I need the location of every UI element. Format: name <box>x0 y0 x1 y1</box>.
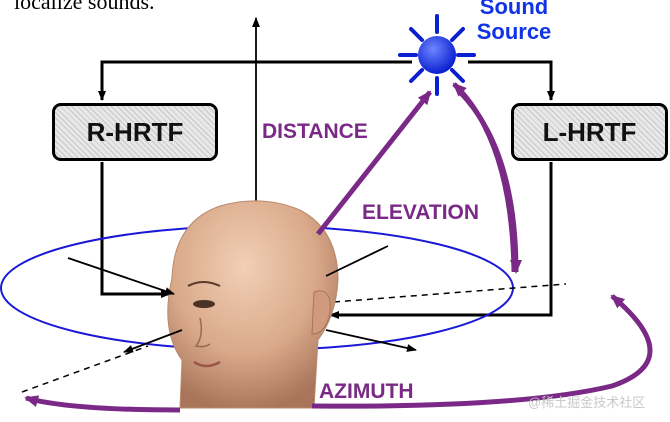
sound-source-icon <box>398 14 476 96</box>
caption-text-fragment: localize sounds. <box>14 0 155 14</box>
sound-source-line1: Sound <box>479 0 549 19</box>
elevation-arc <box>452 82 522 274</box>
radial-arrows <box>67 245 417 353</box>
elevation-label: ELEVATION <box>362 201 480 224</box>
dashed-axis-right <box>333 283 567 303</box>
signal-path-left <box>329 60 555 319</box>
eye <box>193 300 215 308</box>
distance-label: DISTANCE <box>262 120 368 143</box>
sound-source-line2: Source <box>476 19 552 44</box>
azimuth-label: AZIMUTH <box>319 380 414 403</box>
l-hrtf-box: L-HRTF <box>511 103 668 161</box>
r-hrtf-label: R-HRTF <box>86 116 184 147</box>
sound-source-label: Sound Source <box>466 0 562 44</box>
dashed-axis-left <box>21 345 149 393</box>
l-hrtf-label: L-HRTF <box>542 116 637 147</box>
distance-arrow <box>316 90 432 236</box>
watermark: @稀土掘金技术社区 <box>528 395 646 410</box>
head-illustration <box>167 200 339 409</box>
signal-path-right <box>98 60 412 298</box>
ear <box>311 290 331 335</box>
r-hrtf-box: R-HRTF <box>52 103 218 161</box>
azimuth-arc <box>24 294 653 413</box>
